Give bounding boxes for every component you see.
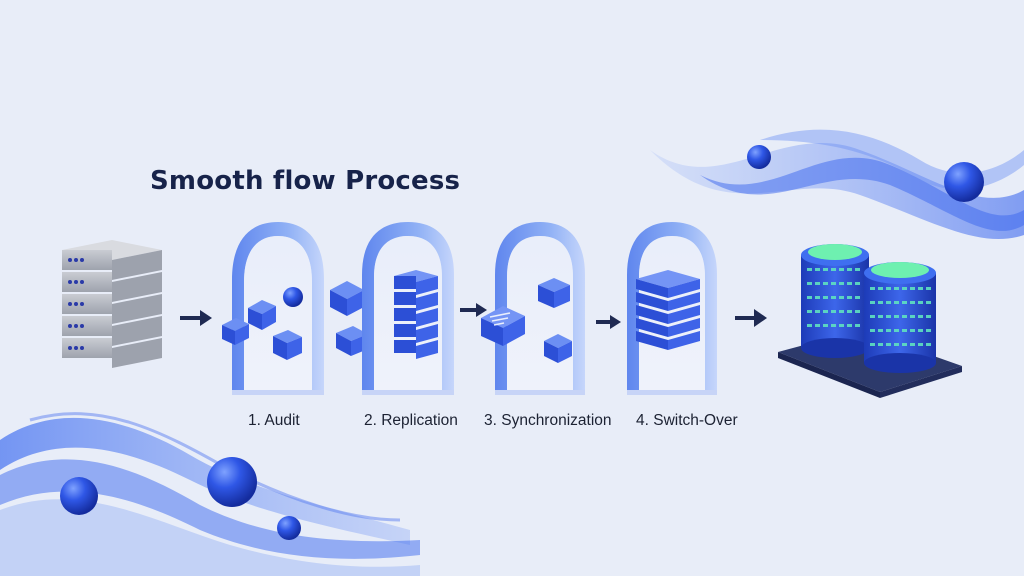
sphere-bottom-left — [60, 477, 98, 515]
step-label-synchronization: 3. Synchronization — [484, 412, 612, 429]
sphere-small-top — [747, 145, 771, 169]
step-label-audit: 1. Audit — [248, 412, 300, 429]
cube-icon — [544, 334, 572, 363]
arch-replication — [362, 222, 454, 395]
cube-icon — [538, 278, 570, 308]
step-label-replication: 2. Replication — [364, 412, 458, 429]
bottom-left-wave — [0, 412, 420, 576]
arrow-right-icon — [460, 303, 487, 317]
cube-icon — [222, 318, 249, 345]
document-cube-icon — [481, 306, 525, 346]
arch-synchronization — [481, 222, 585, 395]
cube-icon — [330, 281, 364, 316]
cube-icon — [273, 330, 302, 360]
stacked-layers-icon — [636, 270, 700, 350]
sphere-audit — [283, 287, 303, 307]
arch-audit — [222, 222, 368, 395]
top-right-wave — [650, 129, 1024, 240]
step-label-switch-over: 4. Switch-Over — [636, 412, 738, 429]
arrow-right-icon — [735, 309, 767, 327]
sphere-bottom-mid — [207, 457, 257, 507]
sphere-bottom-small — [277, 516, 301, 540]
database-cylinders-icon — [778, 244, 962, 398]
diagram-title: Smooth flow Process — [150, 166, 461, 196]
arrow-right-icon — [180, 310, 212, 326]
sphere-large-top — [944, 162, 984, 202]
stacked-layers-icon — [394, 270, 438, 359]
server-stack-icon — [62, 240, 162, 368]
arch-switch-over — [627, 222, 717, 395]
arrow-right-icon — [596, 315, 621, 329]
cube-icon — [248, 300, 276, 330]
